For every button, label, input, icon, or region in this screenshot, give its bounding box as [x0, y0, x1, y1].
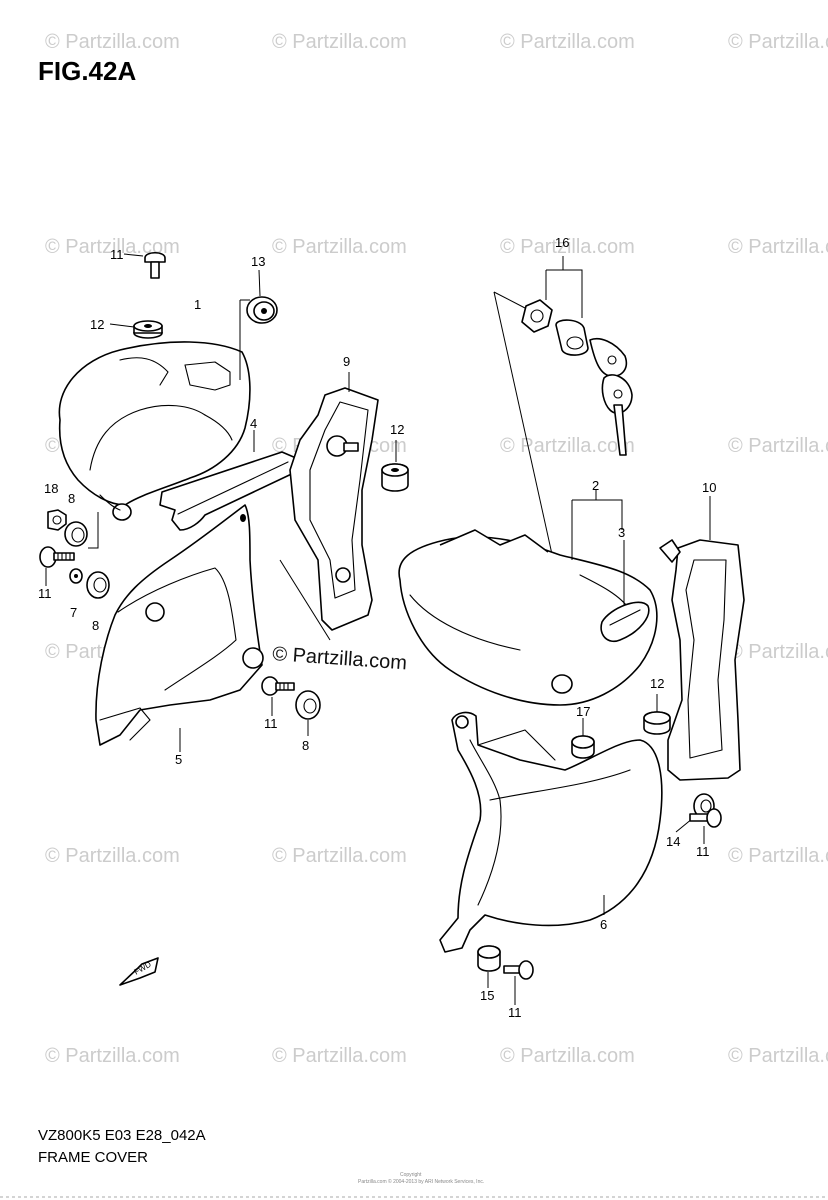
callout-11: 11 [696, 844, 710, 859]
callout-9: 9 [343, 354, 350, 369]
part-8-collar-upper [64, 521, 88, 547]
part-12-grommet-right [643, 711, 671, 735]
copyright-line-2: Partzilla.com © 2004-2013 by ARI Network… [358, 1178, 484, 1185]
callout-11: 11 [110, 247, 124, 262]
watermark: © Partzilla.com [45, 31, 180, 53]
callout-8: 8 [302, 738, 309, 753]
watermark: © Partzilla.com [272, 845, 407, 867]
part-17-grommet [571, 735, 595, 759]
watermark: © Partzilla.com [728, 31, 828, 53]
copyright-line-1: Copyright [400, 1172, 422, 1178]
watermark: © Partzilla.com [500, 435, 635, 457]
part-11-screw-bottom [503, 960, 534, 980]
part-11-screw-lower-left [261, 676, 295, 696]
callout-12: 12 [650, 676, 664, 691]
callout-4: 4 [250, 416, 257, 431]
part-6-side-cover-lower [439, 711, 663, 953]
callout-12: 12 [390, 422, 404, 437]
part-12-grommet-top [133, 320, 163, 339]
callout-6: 6 [600, 917, 607, 932]
watermark: © Partzilla.com [272, 31, 407, 53]
callout-8: 8 [68, 491, 75, 506]
watermark-center: © Partzilla.com [272, 643, 408, 674]
callout-7: 7 [70, 605, 77, 620]
model-code: VZ800K5 E03 E28_042A [38, 1127, 206, 1144]
callout-11: 11 [508, 1005, 522, 1020]
watermark: © Partzilla.com [500, 1045, 635, 1067]
callout-labels: 11 1 12 13 4 9 12 18 8 11 7 8 5 11 8 16 … [38, 235, 716, 1020]
callout-15: 15 [480, 988, 494, 1003]
callout-8: 8 [92, 618, 99, 633]
part-11-screw-left [39, 546, 75, 568]
watermark: © Partzilla.com [728, 845, 828, 867]
fwd-arrow: FWD [119, 957, 159, 986]
callout-16: 16 [555, 235, 569, 250]
watermark: © Partzilla.com [500, 31, 635, 53]
part-7-washer [69, 568, 83, 584]
part-16-lock-set [521, 299, 633, 456]
callout-17: 17 [576, 704, 590, 719]
part-5-frame-cover-lower [95, 504, 264, 746]
callout-11: 11 [38, 586, 52, 601]
watermark: © Partzilla.com [45, 1045, 180, 1067]
part-11-screw-top [144, 251, 166, 279]
part-8-collar-lower [295, 690, 321, 720]
callout-11: 11 [264, 716, 278, 731]
part-1-frame-cover-upper [58, 341, 251, 521]
watermark: © Partzilla.com [45, 845, 180, 867]
watermark: © Partzilla.com [728, 1045, 828, 1067]
callout-14: 14 [666, 834, 680, 849]
section-name: FRAME COVER [38, 1149, 148, 1166]
part-15-collar [477, 945, 501, 972]
callout-5: 5 [175, 752, 182, 767]
part-9-bracket [289, 387, 379, 631]
callout-10: 10 [702, 480, 716, 495]
part-11-screw-right [689, 808, 722, 828]
part-10-bracket [659, 539, 745, 781]
callout-13: 13 [251, 254, 265, 269]
part-13-grommet [246, 296, 278, 324]
callout-1: 1 [194, 297, 201, 312]
part-2-side-cover [398, 529, 658, 706]
watermark: © Partzilla.com [272, 236, 407, 258]
part-18-nut [47, 509, 67, 531]
figure-title: FIG.42A [38, 56, 136, 86]
watermark: © Partzilla.com [45, 236, 180, 258]
watermark: © Partzilla.com [728, 641, 828, 663]
part-8-collar-left [86, 571, 110, 599]
callout-12: 12 [90, 317, 104, 332]
watermark: © Partzilla.com [272, 1045, 407, 1067]
watermark: © Partzilla.com [500, 236, 635, 258]
callout-2: 2 [592, 478, 599, 493]
part-12-grommet-mid [381, 463, 409, 492]
callout-18: 18 [44, 481, 58, 496]
watermark: © Partzilla.com [728, 236, 828, 258]
watermark: © Partzilla.com [728, 435, 828, 457]
callout-3: 3 [618, 525, 625, 540]
